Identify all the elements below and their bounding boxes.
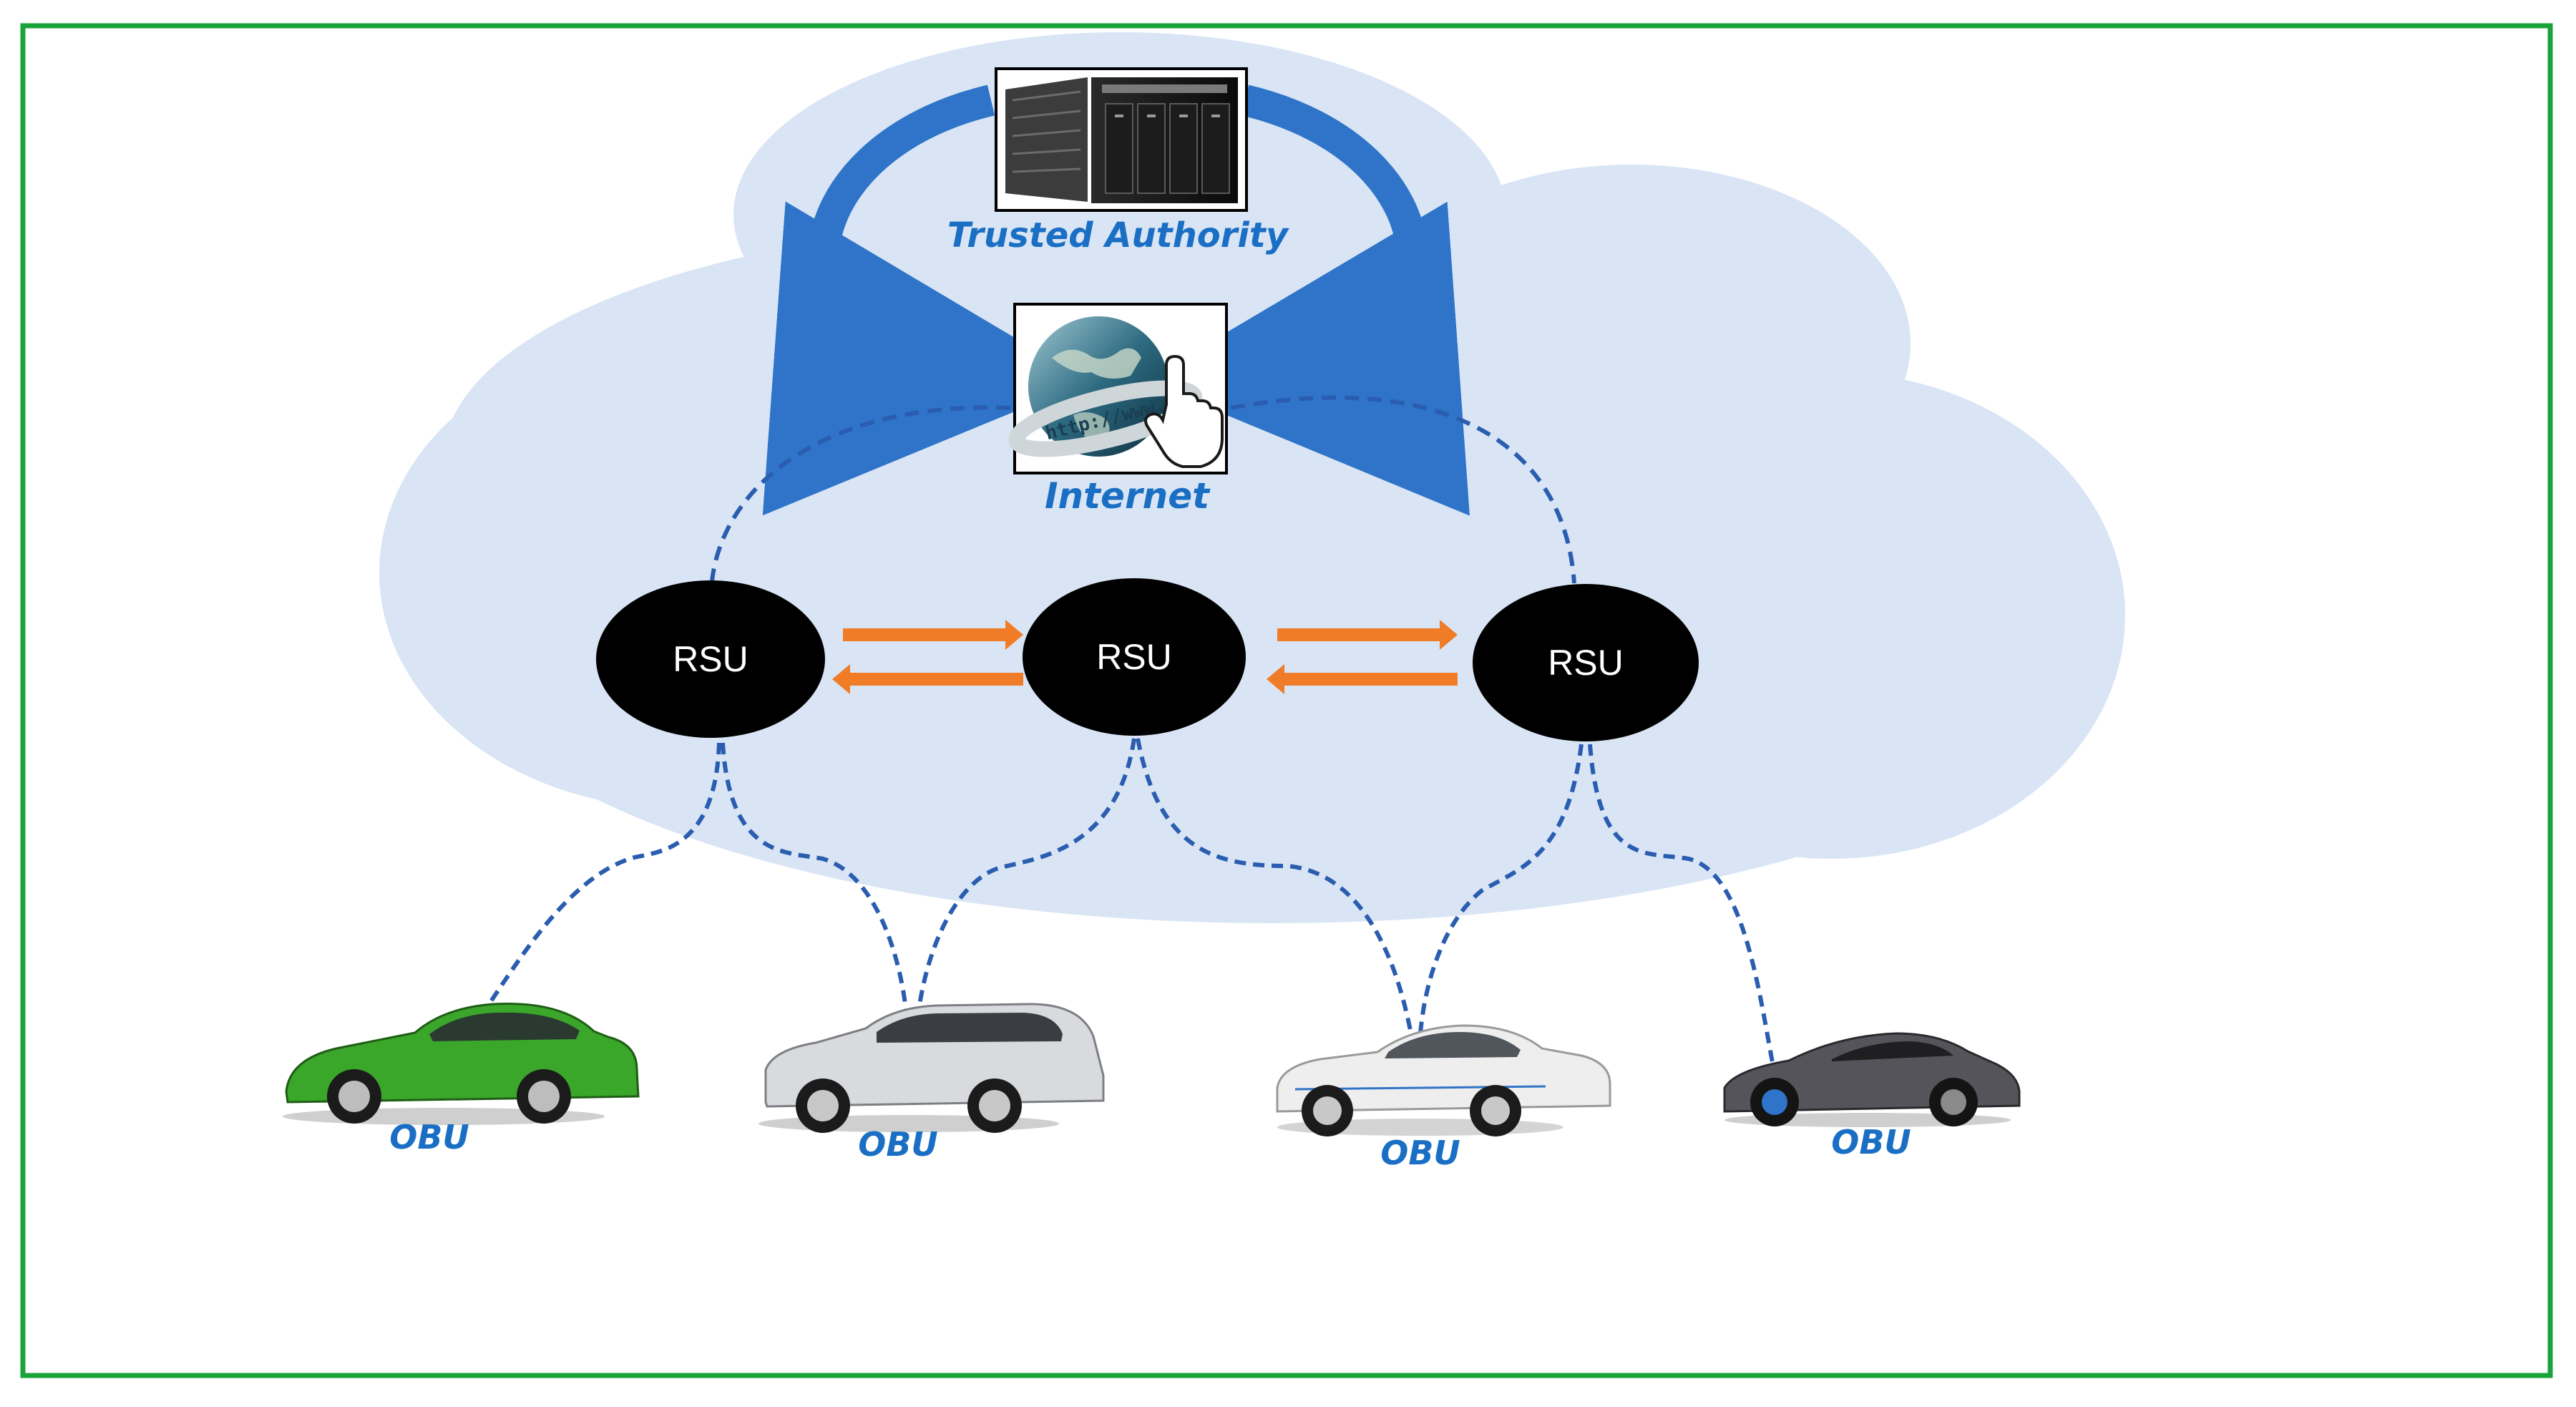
obu-label: OBU: [1380, 1134, 1460, 1172]
trusted-authority-label: Trusted Authority: [947, 215, 1289, 255]
silver-suv-icon: [758, 1003, 1105, 1133]
link-rsu2-obu2: [915, 738, 1136, 1024]
rsu-node-1: RSU: [596, 580, 825, 738]
green-hatchback-icon: [283, 1003, 640, 1125]
link-internet-rsu-right: [1230, 395, 1576, 584]
rsu-node-3: RSU: [1473, 584, 1699, 741]
trust-arrow-left: [762, 84, 1088, 515]
rsu-exchange-arrows: [832, 620, 1458, 694]
obu-label: OBU: [389, 1118, 469, 1157]
server-icon: [995, 67, 1248, 212]
internet-label: Internet: [1045, 475, 1211, 517]
link-internet-rsu-left: [710, 405, 1011, 582]
rsu-node-2: RSU: [1023, 578, 1246, 736]
arrow-rsu2-to-rsu1: [832, 664, 1023, 694]
globe-www-icon: http://www.: [1008, 303, 1228, 474]
link-rsu3-obu4: [1588, 744, 1777, 1074]
rsu-label: RSU: [673, 639, 748, 679]
internet-links: [710, 395, 1576, 584]
arrow-rsu1-to-rsu2: [843, 620, 1023, 650]
rsu-label: RSU: [1548, 643, 1624, 683]
link-rsu3-obu3: [1418, 744, 1584, 1035]
arrow-rsu3-to-rsu2: [1267, 664, 1458, 694]
rsu-label: RSU: [1096, 637, 1172, 677]
link-rsu1-obu2: [721, 742, 909, 1024]
dark-sports-car-icon: [1723, 1032, 2021, 1127]
link-rsu1-obu1: [479, 742, 721, 1018]
arrow-rsu2-to-rsu3: [1277, 620, 1458, 650]
white-sedan-icon: [1276, 1024, 1611, 1136]
obu-label: OBU: [858, 1125, 938, 1164]
obu-label: OBU: [1831, 1123, 1911, 1162]
trust-arrow-right: [1144, 84, 1470, 516]
obu-links: [479, 738, 1777, 1074]
